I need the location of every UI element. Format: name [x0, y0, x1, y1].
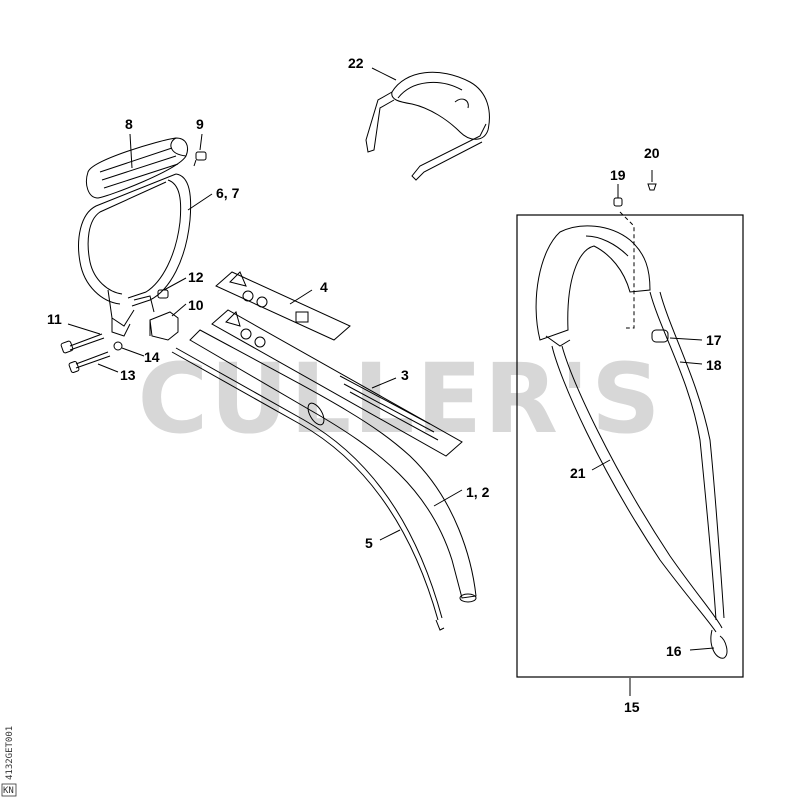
harness-box — [516, 214, 744, 678]
callout-21: 21 — [570, 465, 586, 481]
callout-17: 17 — [706, 332, 722, 348]
callout-8: 8 — [125, 116, 133, 132]
callout-16: 16 — [666, 643, 682, 659]
screw-9-drawing — [193, 151, 207, 167]
watermark-text: CULLER'S — [138, 343, 663, 455]
leader-lines — [67, 67, 715, 696]
grip-drawing — [85, 137, 189, 199]
callout-5: 5 — [365, 535, 373, 551]
callout-11: 11 — [47, 311, 62, 327]
callout-15: 15 — [624, 699, 640, 715]
safety-glasses-drawing — [365, 71, 490, 181]
bolts-drawing — [60, 333, 123, 374]
callout-13: 13 — [120, 367, 136, 383]
callout-22: 22 — [348, 55, 364, 71]
label-4-drawing — [215, 271, 351, 341]
clamp-drawing — [111, 289, 179, 341]
callout-4: 4 — [320, 279, 328, 295]
callout-12: 12 — [188, 269, 204, 285]
side-code: 4132GET001 — [5, 726, 15, 780]
callout-9: 9 — [196, 116, 204, 132]
loop-handle-drawing — [78, 173, 192, 327]
harness-drawing — [535, 183, 728, 659]
callout-20: 20 — [644, 145, 660, 161]
callout-labels: 22 8 9 6, 7 12 10 4 11 14 13 3 1, 2 5 19… — [47, 55, 722, 715]
callout-14: 14 — [144, 349, 160, 365]
callout-19: 19 — [610, 167, 626, 183]
shaft-drawing — [189, 329, 477, 603]
callout-6-7: 6, 7 — [216, 185, 240, 201]
callout-10: 10 — [188, 297, 204, 313]
callout-1-2: 1, 2 — [466, 484, 490, 500]
side-badge: KN — [1, 783, 17, 797]
callout-3: 3 — [401, 367, 409, 383]
label-3-drawing — [211, 309, 463, 457]
callout-18: 18 — [706, 357, 722, 373]
svg-text:KN: KN — [3, 786, 14, 796]
drive-shaft-drawing — [171, 347, 445, 631]
